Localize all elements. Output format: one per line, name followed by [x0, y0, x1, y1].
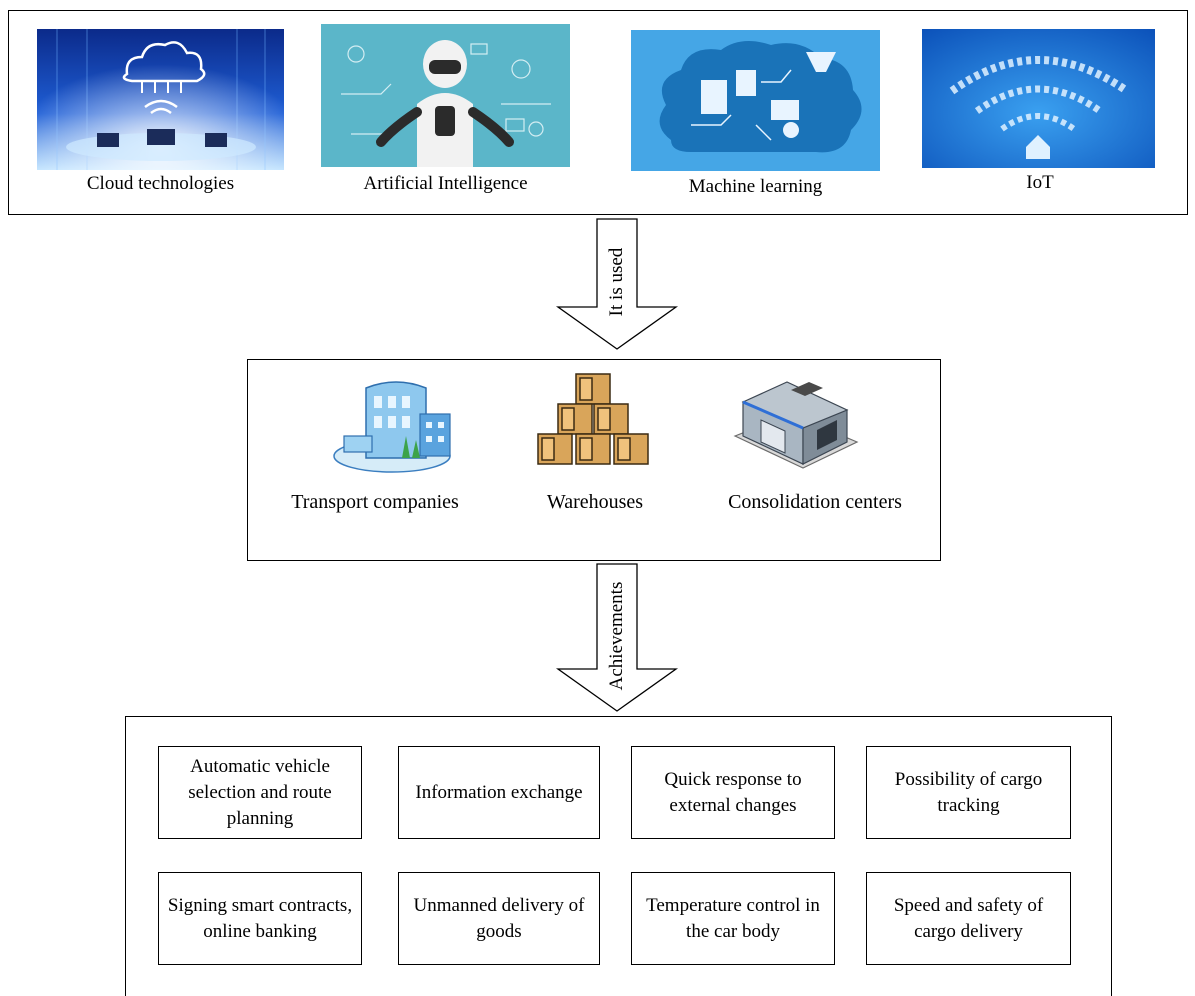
entities-frame — [247, 359, 941, 561]
achievement-box: Signing smart contracts, online banking — [158, 872, 362, 965]
warehouse-building-icon — [733, 381, 859, 469]
arrow-label-it-is-used: It is used — [606, 247, 627, 317]
achievements-frame-left — [125, 716, 126, 996]
achievement-box: Speed and safety of cargo delivery — [866, 872, 1071, 965]
technologies-frame — [8, 10, 1188, 215]
achievement-box: Automatic vehicle selection and route pl… — [158, 746, 362, 839]
artificial-intelligence-image — [321, 24, 570, 167]
achievements-frame-right — [1111, 716, 1112, 996]
tech-label-machine-learning: Machine learning — [688, 176, 823, 197]
achievements-frame-top — [125, 716, 1112, 717]
office-building-icon — [333, 381, 451, 473]
iot-image — [922, 29, 1155, 168]
arrow-label-achievements: Achievements — [606, 581, 627, 691]
tech-label-iot: IoT — [1026, 172, 1054, 193]
tech-label-cloud: Cloud technologies — [86, 173, 235, 194]
arrow-it-is-used — [555, 218, 679, 350]
boxes-icon — [537, 373, 649, 465]
cloud-technologies-image — [37, 29, 284, 170]
achievement-box: Information exchange — [398, 746, 600, 839]
arrow-achievements — [555, 563, 679, 712]
tech-label-ai: Artificial Intelligence — [363, 173, 528, 194]
achievement-box: Possibility of cargo tracking — [866, 746, 1071, 839]
entity-label-transport: Transport companies — [291, 491, 459, 513]
entity-label-consolidation: Consolidation centers — [728, 491, 902, 513]
achievement-box: Quick response to external changes — [631, 746, 835, 839]
achievement-box: Unmanned delivery of goods — [398, 872, 600, 965]
achievement-box: Temperature control in the car body — [631, 872, 835, 965]
machine-learning-image — [631, 30, 880, 171]
entity-label-warehouses: Warehouses — [546, 491, 644, 513]
